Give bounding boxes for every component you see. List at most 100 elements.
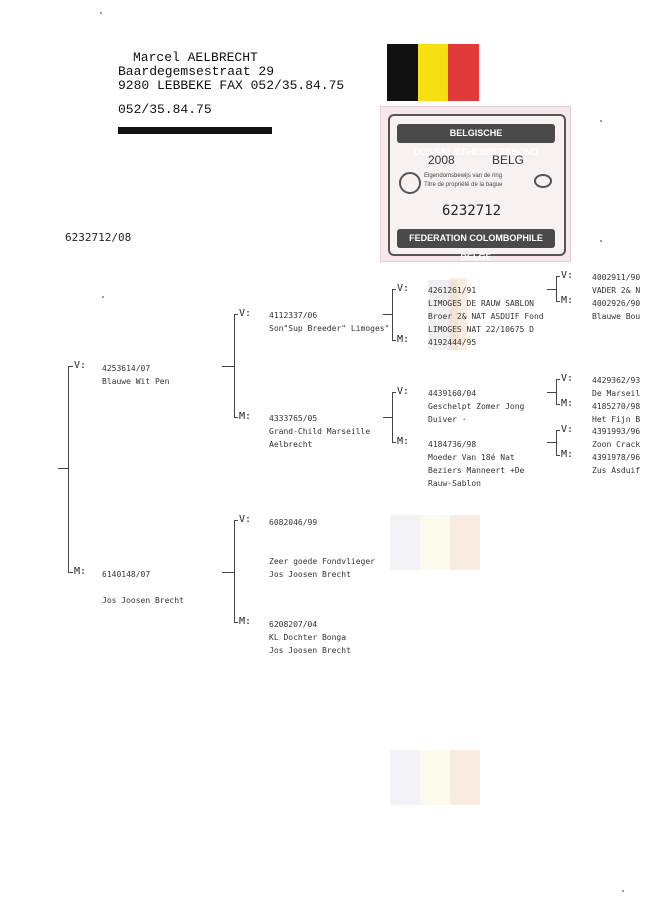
label-mother: M: <box>397 334 410 345</box>
bracket-line <box>392 340 396 341</box>
gen4-note: Zus Asduif <box>592 466 641 475</box>
sd-note: Grand-Child Marseille <box>269 427 371 436</box>
dd-note: KL Dochter Bonga <box>269 633 347 642</box>
belgian-flag <box>387 44 480 101</box>
sss-ring: 4261261/91 <box>428 286 477 295</box>
bracket-line <box>392 289 396 290</box>
gen4-ring: 4391978/96 <box>592 453 641 462</box>
sdd-note: Beziers Manneert +De <box>428 466 525 475</box>
card-ring-number: 6232712 <box>442 203 502 219</box>
dd-note: Jos Joosen Brecht <box>269 646 351 655</box>
scan-smudge <box>390 515 420 570</box>
gen4-note: Zoon Crack <box>592 440 641 449</box>
scan-dot <box>600 120 602 122</box>
gen4-ring: 4185270/98 <box>592 402 641 411</box>
flag-stripe-black <box>387 44 418 101</box>
label-father: V: <box>397 386 410 397</box>
bracket-line <box>547 289 557 290</box>
bracket-line <box>68 572 73 573</box>
gen4-note: VADER 2& N <box>592 286 641 295</box>
bracket-line <box>556 430 560 431</box>
label-father: V: <box>561 270 574 281</box>
bracket-line <box>58 468 69 469</box>
bracket-line <box>383 314 393 315</box>
gen4-ring: 4002911/90 <box>592 273 641 282</box>
sds-ring: 4439160/04 <box>428 389 477 398</box>
scan-dot <box>100 12 102 14</box>
bracket-line <box>68 366 69 573</box>
dd-ring: 6208207/04 <box>269 620 318 629</box>
sss-note: Broer 2& NAT ASDUIF Fond <box>428 312 544 321</box>
scan-smudge <box>420 515 450 570</box>
sd-note: Aelbrecht <box>269 440 313 449</box>
label-father: V: <box>239 308 252 319</box>
label-father: V: <box>561 373 574 384</box>
card-line2: Titre de propriété de la bague <box>424 182 503 188</box>
card-banner-bottom: FEDERATION COLOMBOPHILE BELGE <box>397 229 555 262</box>
owner-name: Marcel AELBRECHT <box>133 50 258 65</box>
label-mother: M: <box>397 436 410 447</box>
bracket-line <box>556 301 560 302</box>
scan-smudge <box>450 750 480 805</box>
bracket-line <box>556 379 557 405</box>
bracket-line <box>392 289 393 341</box>
owner-phone: 052/35.84.75 <box>118 102 212 117</box>
sds-note: Duiver · <box>428 415 467 424</box>
bracket-line <box>234 417 238 418</box>
ring-icon <box>399 172 421 194</box>
ss-ring: 4112337/06 <box>269 311 318 320</box>
label-father: V: <box>74 360 87 371</box>
scan-smudge <box>449 278 467 350</box>
sire-note: Blauwe Wit Pen <box>102 377 170 386</box>
dove-icon <box>534 174 552 188</box>
ring-ownership-card: BELGISCHE DUIVENLIEFHEBBERSBOND 2008 BEL… <box>380 106 571 262</box>
sire-ring: 4253614/07 <box>102 364 151 373</box>
owner-city-fax: 9280 LEBBEKE FAX 052/35.84.75 <box>118 78 345 93</box>
gen4-note: Het Fijn B <box>592 415 641 424</box>
label-father: V: <box>239 514 252 525</box>
bracket-line <box>556 404 560 405</box>
scan-smudge <box>450 515 480 570</box>
ds-note: Jos Joosen Brecht <box>269 570 351 579</box>
bracket-line <box>547 442 557 443</box>
bracket-line <box>234 520 238 521</box>
gen4-note: Blauwe Bou <box>592 312 641 321</box>
scan-dot <box>102 296 104 298</box>
gen4-ring: 4391993/96 <box>592 427 641 436</box>
header-underline <box>118 127 272 134</box>
bracket-line <box>392 392 393 443</box>
bracket-line <box>556 455 560 456</box>
ds-note: Zeer goede Fondvlieger <box>269 557 375 566</box>
ssd-ring: 4192444/95 <box>428 338 477 347</box>
scan-dot <box>622 890 624 892</box>
label-father: V: <box>397 283 410 294</box>
bracket-line <box>234 314 235 418</box>
card-line1: Eigendomsbewijs van de ring <box>424 173 503 179</box>
sdd-note: Rauw-Sablon <box>428 479 481 488</box>
dam-note: Jos Joosen Brecht <box>102 596 184 605</box>
bracket-line <box>222 366 235 367</box>
gen4-ring: 4429362/93 <box>592 376 641 385</box>
bracket-line <box>392 392 396 393</box>
card-frame: BELGISCHE DUIVENLIEFHEBBERSBOND 2008 BEL… <box>388 114 566 262</box>
bracket-line <box>222 572 235 573</box>
scan-dot <box>600 240 602 242</box>
label-mother: M: <box>239 616 252 627</box>
sd-ring: 4333765/05 <box>269 414 318 423</box>
bracket-line <box>556 276 560 277</box>
flag-stripe-red <box>448 44 480 101</box>
card-country: BELG <box>492 153 525 167</box>
sds-note: Geschelpt Zomer Jong <box>428 402 525 411</box>
ss-note: Son"Sup Breeder" Limoges" <box>269 324 390 333</box>
bracket-line <box>234 520 235 623</box>
bracket-line <box>383 417 393 418</box>
card-year: 2008 <box>428 153 455 167</box>
owner-street: Baardegemsestraat 29 <box>118 64 275 79</box>
bracket-line <box>556 276 557 302</box>
gen4-ring: 4002926/90 <box>592 299 641 308</box>
flag-stripe-yellow <box>417 44 449 101</box>
sdd-ring: 4184736/98 <box>428 440 477 449</box>
label-mother: M: <box>561 398 574 409</box>
bracket-line <box>392 442 396 443</box>
gen4-note: De Marseil <box>592 389 641 398</box>
